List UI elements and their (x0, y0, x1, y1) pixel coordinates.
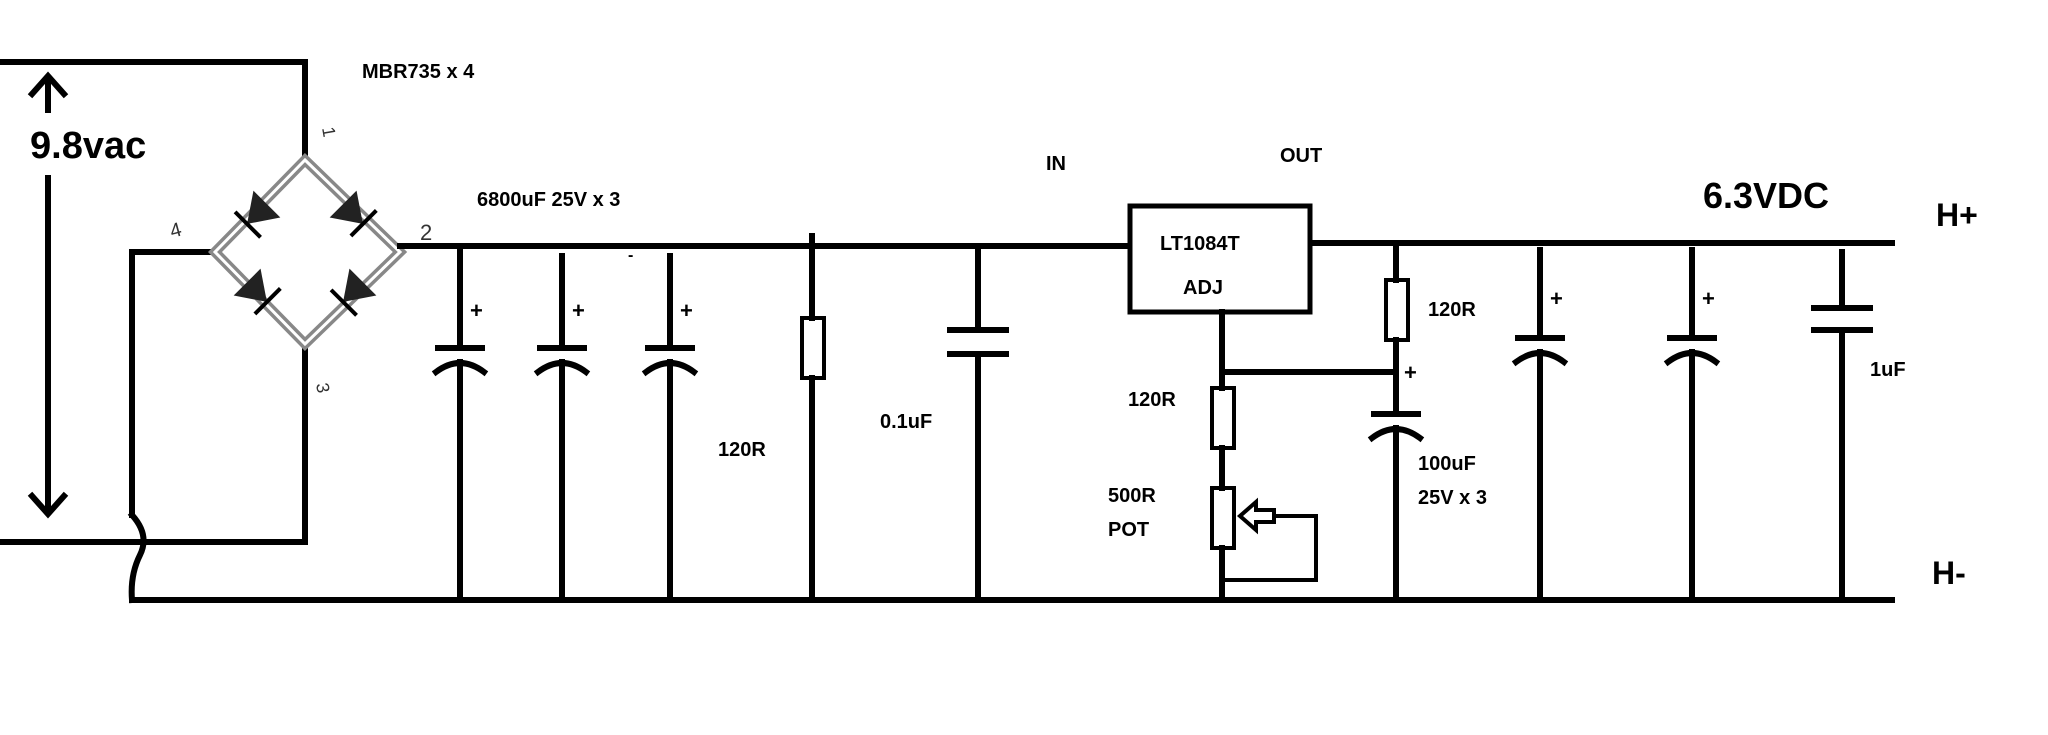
bridge-pin-4: 4 (168, 219, 184, 243)
diode-3 (233, 268, 282, 316)
out-cap-2: + (1511, 247, 1569, 603)
out-cap-1: + (1367, 360, 1425, 603)
bridge-pin-1: 1 (318, 125, 339, 138)
out-caps-label-line2: 25V x 3 (1418, 487, 1487, 509)
bridge-label: MBR735 x 4 (362, 61, 475, 83)
voltage-arrow (27, 71, 69, 519)
bulk-cap-2-plus: + (572, 298, 585, 323)
bulk-cap-2: + (533, 253, 591, 603)
bridge-pin-3: 3 (312, 381, 333, 394)
rails: H+ H- 6.3VDC (129, 175, 1978, 603)
diode-1 (233, 190, 281, 239)
in-cap-label: 0.1uF (880, 411, 932, 433)
adjust-pot: 500R POT (1108, 485, 1318, 603)
pot-label-line2: POT (1108, 519, 1149, 541)
output-section: 120R + 100uF 25V x 3 + + (1367, 240, 1906, 603)
out-film-label: 1uF (1870, 359, 1906, 381)
regulator-out-label: OUT (1280, 145, 1322, 167)
diode-4 (329, 268, 377, 317)
regulator-label: LT1084T (1160, 233, 1240, 255)
r-lower-label: 120R (1128, 389, 1176, 411)
regulator: LT1084T ADJ IN OUT (1046, 145, 1322, 315)
output-film-capacitor: 1uF (1811, 249, 1906, 603)
bleeder-resistor: 120R (718, 233, 826, 603)
out-cap-2-plus: + (1550, 286, 1563, 311)
bulk-cap-3-plus: + (680, 298, 693, 323)
bridge-pin-2: 2 (420, 220, 432, 245)
bleeder-label: 120R (718, 439, 766, 461)
out-cap-3: + (1663, 247, 1721, 603)
bulk-capacitors: 6800uF 25V x 3 + + + - (431, 189, 699, 603)
r-upper-label: 120R (1428, 299, 1476, 321)
out-cap-1-plus: + (1404, 360, 1417, 385)
bulk-cap-3: + - (628, 247, 699, 603)
adjust-network: 120R 500R POT (1108, 309, 1399, 603)
pot-label-line1: 500R (1108, 485, 1156, 507)
rail-negative-label: H- (1932, 555, 1966, 591)
input-voltage-label: 9.8vac (30, 125, 146, 167)
output-voltage-label: 6.3VDC (1703, 175, 1829, 216)
diode-2 (329, 190, 378, 238)
out-cap-3-plus: + (1702, 286, 1715, 311)
rail-positive-label: H+ (1936, 197, 1978, 233)
bulk-cap-3-minus: - (628, 247, 633, 264)
out-caps-label-line1: 100uF (1418, 453, 1476, 475)
bulk-caps-label: 6800uF 25V x 3 (477, 189, 620, 211)
bulk-cap-1: + (431, 243, 489, 603)
regulator-adj-label: ADJ (1183, 277, 1223, 299)
bulk-cap-1-plus: + (470, 298, 483, 323)
bridge-rectifier: 1 2 3 4 MBR735 x 4 (168, 61, 476, 395)
regulator-in-label: IN (1046, 153, 1066, 175)
ac-input: 9.8vac (0, 59, 308, 604)
input-film-capacitor: 0.1uF (880, 243, 1009, 603)
